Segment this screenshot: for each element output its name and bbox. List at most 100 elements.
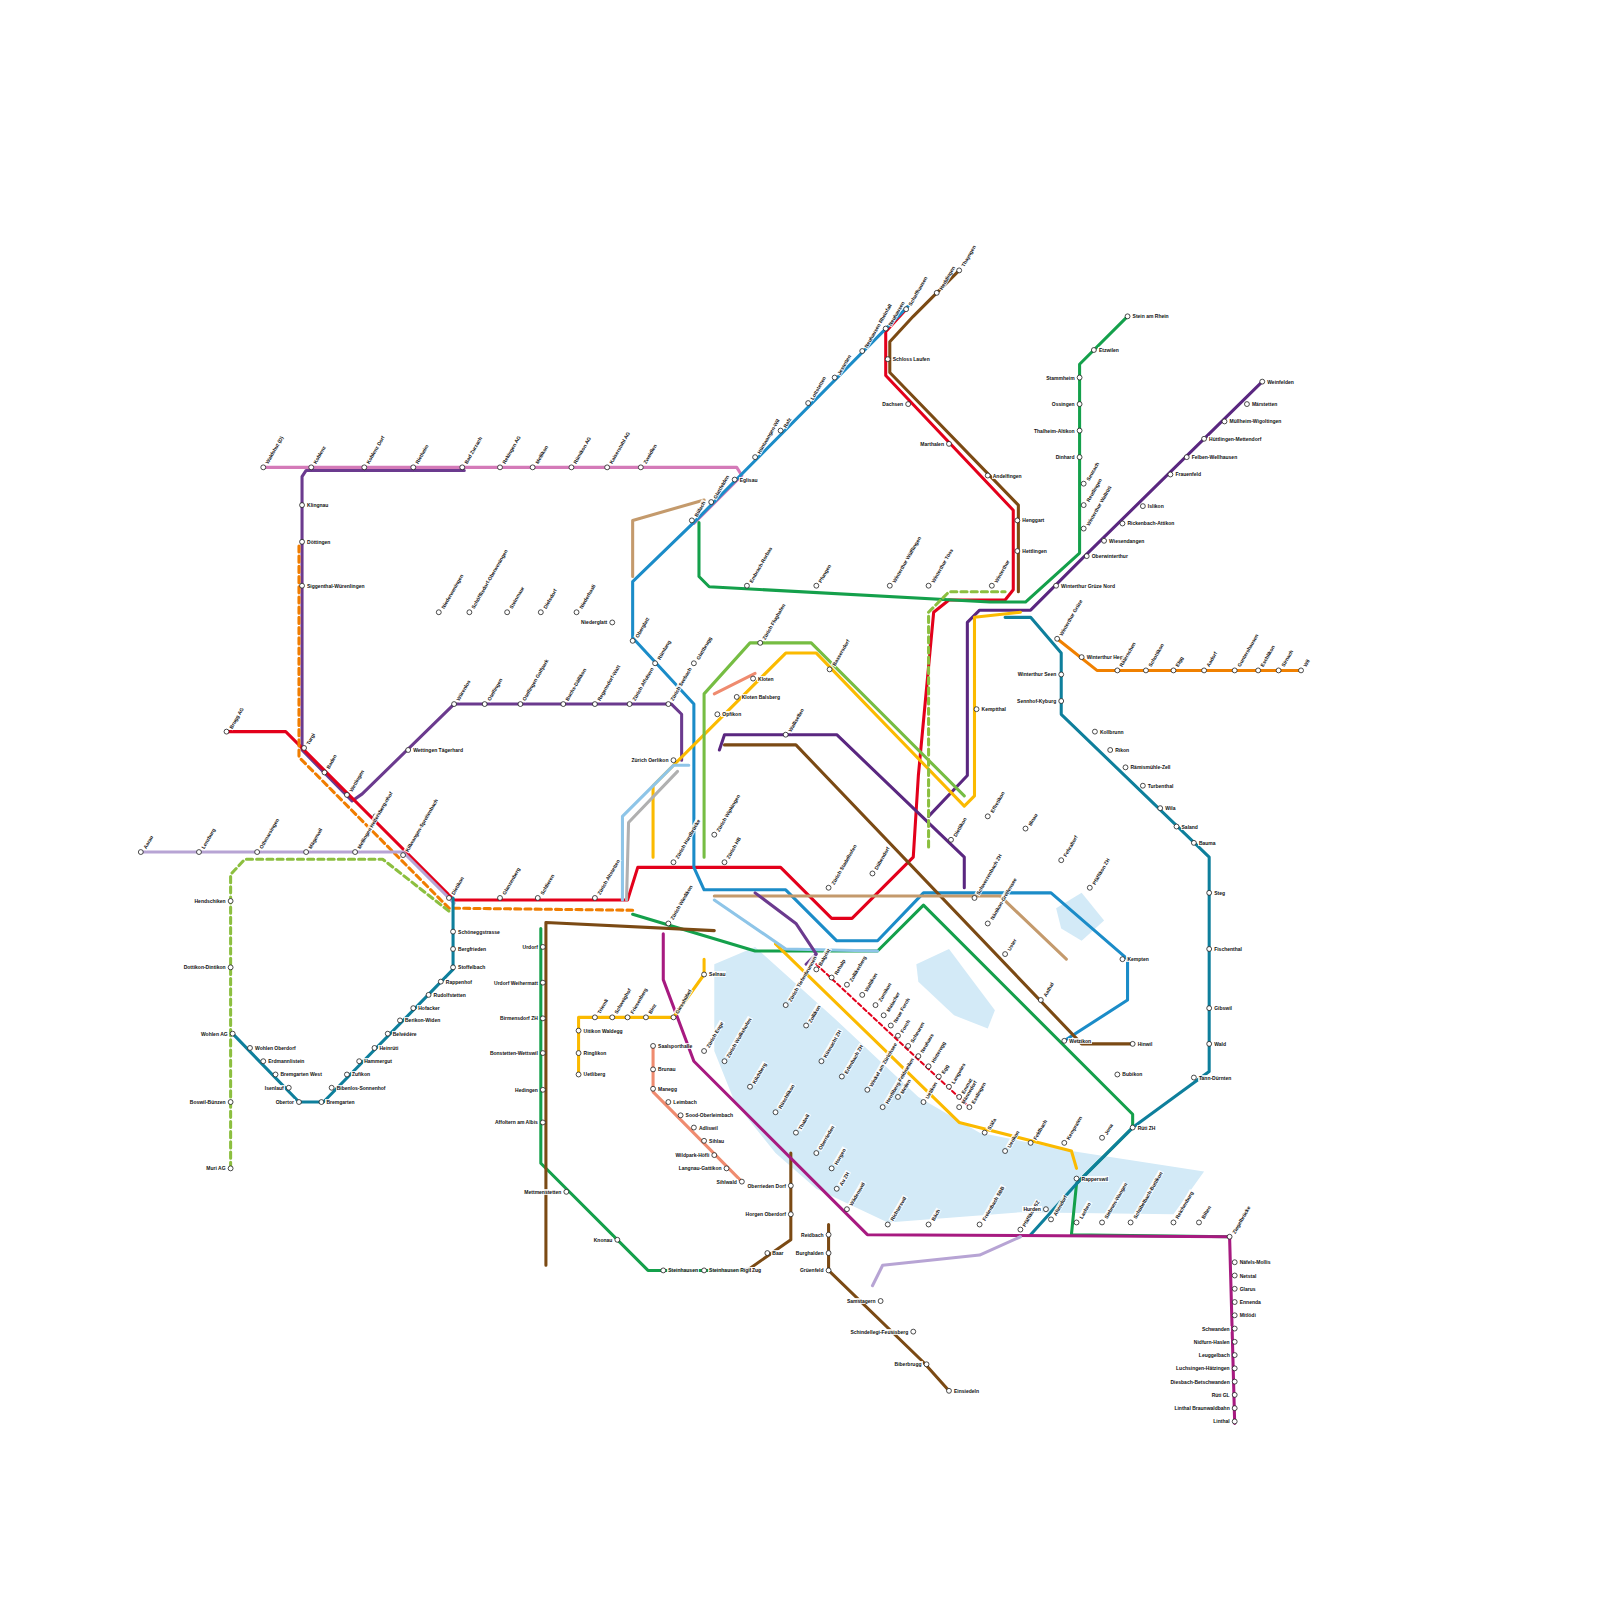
station-label: Eglisau [739, 477, 759, 483]
station-dot [411, 1006, 416, 1011]
station-label: Schloss Laufen [892, 356, 931, 362]
station-label: Etzwilen [1098, 347, 1120, 353]
station-label: Steinhausen [667, 1267, 699, 1273]
station-dot [1059, 858, 1064, 863]
station-dot [887, 583, 892, 588]
station-dot [934, 290, 939, 295]
station-label: Dinhard [1055, 454, 1076, 460]
station-label: Selnau [708, 971, 726, 977]
station-label: Brugg AG [227, 705, 245, 730]
station-dot [666, 702, 671, 707]
station-dot [1140, 504, 1145, 509]
station-dot [666, 1100, 671, 1105]
station-label: Koblenz [312, 444, 328, 466]
station-dot [826, 885, 831, 890]
station-label: Rapperswil [1081, 1176, 1110, 1182]
station-dot [1207, 947, 1212, 952]
station-label: Wetzikon [1068, 1038, 1092, 1044]
station-dot [839, 1074, 844, 1079]
station-label: Bremgarten [325, 1099, 355, 1105]
station-dot [498, 465, 503, 470]
station-dot [651, 1043, 656, 1048]
station-label: Stoffelbach [457, 964, 486, 970]
station-label: Kollbrunn [1099, 729, 1125, 735]
station-label: Muri AG [205, 1165, 226, 1171]
station-dot [773, 1110, 778, 1115]
station-dot [651, 1067, 656, 1072]
station-label: Bassersdorf [830, 638, 851, 668]
station-dot [1003, 952, 1008, 957]
station-dot [627, 702, 632, 707]
station-label: Wettingen Tägerhard [412, 747, 464, 753]
station-label: Wiesendangen [1108, 538, 1145, 544]
station-dot [411, 465, 416, 470]
station-dot [322, 770, 327, 775]
station-dot [1062, 1038, 1067, 1043]
station-dot [911, 1329, 916, 1334]
station-label: Fischenthal [1213, 946, 1243, 952]
station-dot [957, 1105, 962, 1110]
station-dot [138, 850, 143, 855]
station-label: Dachsen [881, 401, 904, 407]
station-label: Rikon [1114, 747, 1130, 753]
station-label: Pfäffikon ZH [1090, 856, 1111, 886]
station-dot [722, 860, 727, 865]
station-label: Sood-Oberleimbach [685, 1112, 735, 1118]
station-label: Berikon-Widen [404, 1017, 441, 1023]
station-dot [744, 583, 749, 588]
station-dot [1227, 1234, 1232, 1239]
station-label: Bauma [1198, 840, 1217, 846]
station-dot [362, 465, 367, 470]
station-dot [1123, 765, 1128, 770]
station-dot [1207, 890, 1212, 895]
station-dot [1125, 314, 1130, 319]
station-label: Zug [751, 1267, 762, 1273]
station-dot [1232, 1406, 1237, 1411]
station-dot [426, 992, 431, 997]
station-dot [300, 539, 305, 544]
station-label: Islikon [1147, 503, 1165, 509]
station-label: Zürich Hardbrücke [674, 817, 702, 860]
station-dot [630, 638, 635, 643]
station-dot [748, 1084, 753, 1089]
station-dot [1100, 1220, 1105, 1225]
station-dot [666, 921, 671, 926]
station-label: Einsiedeln [953, 1388, 980, 1394]
station-label: Hettlingen [1021, 548, 1047, 554]
station-dot [827, 667, 832, 672]
station-label: Rietheim [414, 443, 431, 466]
station-dot [989, 583, 994, 588]
station-dot [1143, 668, 1148, 673]
station-label: Stein am Rhein [1132, 313, 1170, 319]
station-label: Zürich Affoltern [630, 666, 655, 703]
station-label: Oberglatt [633, 615, 650, 639]
station-label: Felben-Wellhausen [1191, 454, 1238, 460]
station-label: Grüenfeld [799, 1267, 825, 1273]
station-dot [896, 1033, 901, 1038]
station-dot [844, 982, 849, 987]
station-dot [826, 1268, 831, 1273]
station-dot [638, 465, 643, 470]
station-label: Oberwinterthur [1091, 553, 1129, 559]
station-label: Opfikon [721, 711, 742, 717]
station-dot [1260, 379, 1265, 384]
station-dot [806, 401, 811, 406]
station-label: Elgg [1174, 655, 1186, 669]
station-label: Feldbach [1031, 1118, 1048, 1142]
station-label: Koblenz Dorf [365, 434, 387, 466]
station-dot [1077, 375, 1082, 380]
station-label: Winterthur Seen [1017, 671, 1058, 677]
station-dot [949, 837, 954, 842]
station-label: Rüti ZH [1137, 1125, 1157, 1131]
station-label: Bilten [1199, 1204, 1212, 1221]
station-label: Aadorf [1204, 650, 1218, 669]
station-dot [319, 1100, 324, 1105]
station-dot [712, 1153, 717, 1158]
station-label: Rümlang [655, 638, 672, 661]
station-dot [1043, 1207, 1048, 1212]
station-dot [451, 947, 456, 952]
station-label: Bremgarten West [280, 1071, 323, 1077]
station-label: Stammheim [1045, 375, 1075, 381]
station-label: Saland [1181, 824, 1199, 830]
station-label: Hendschiken [193, 898, 226, 904]
